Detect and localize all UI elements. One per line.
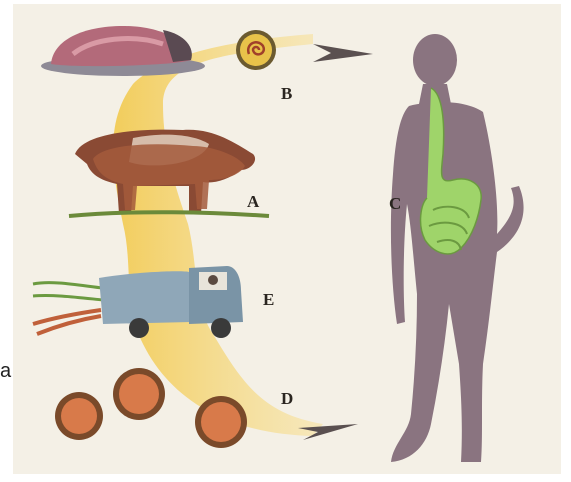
arrow-top-icon — [313, 44, 373, 62]
life-cycle-diagram: A B C D E — [13, 4, 561, 474]
label-d: D — [281, 389, 293, 409]
label-c: C — [389, 194, 401, 214]
label-a: A — [247, 192, 259, 212]
raw-meat-icon — [41, 26, 205, 76]
truck-icon — [33, 266, 243, 338]
label-b: B — [281, 84, 292, 104]
human-figure-icon — [391, 34, 524, 462]
encysted-larva-icon — [236, 30, 276, 70]
stray-letter: a — [0, 360, 11, 383]
label-e: E — [263, 290, 274, 310]
